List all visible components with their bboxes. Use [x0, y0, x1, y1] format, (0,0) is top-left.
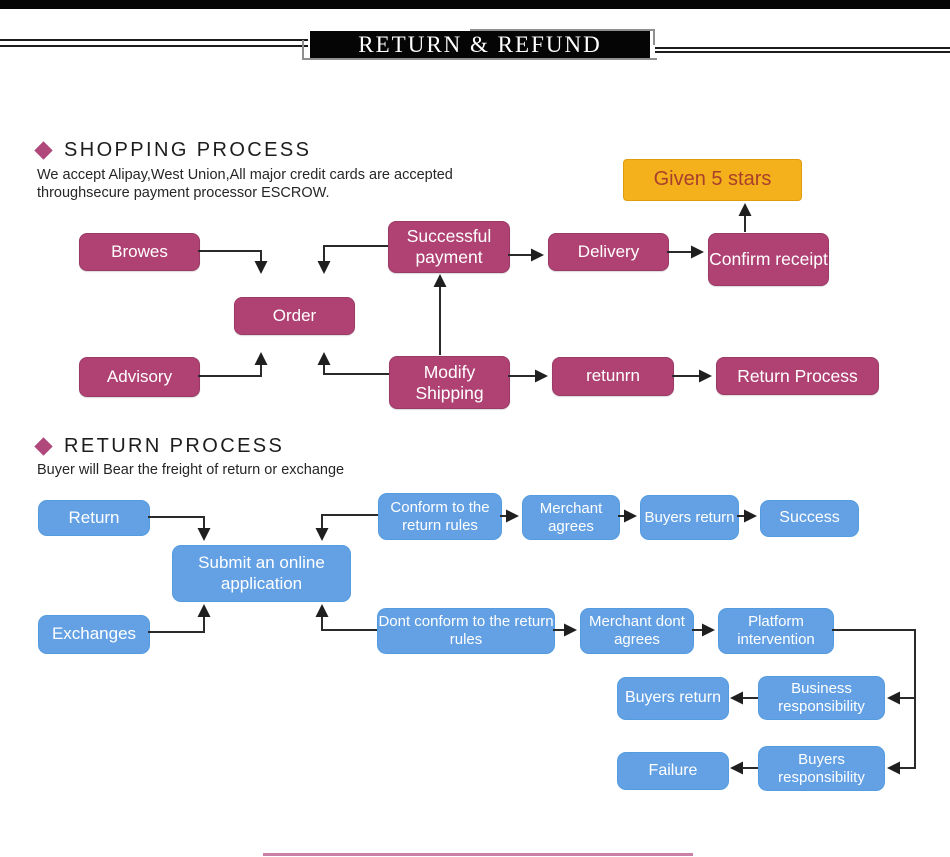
flow-node-business-responsibility: Business responsibility: [758, 676, 885, 720]
flow-node-failure: Failure: [617, 752, 729, 790]
return-subtitle: Buyer will Bear the freight of return or…: [37, 461, 344, 479]
flow-node-confirm-receipt: Confirm receipt: [708, 233, 829, 286]
diamond-bullet-icon: [34, 141, 53, 160]
flow-node-success: Success: [760, 500, 859, 537]
flow-node-exchanges: Exchanges: [38, 615, 150, 654]
flow-node-given-5-stars: Given 5 stars: [623, 159, 802, 201]
diamond-bullet-icon: [34, 437, 53, 456]
flow-node-buyers-responsibility: Buyers responsibility: [758, 746, 885, 791]
flow-node-retunrn: retunrn: [552, 357, 674, 396]
top-black-bar: [0, 0, 950, 9]
shopping-subtitle-line2: throughsecure payment processor ESCROW.: [37, 185, 330, 201]
flow-node-buyers-return: Buyers return: [617, 677, 729, 720]
banner-frame-bottom: [302, 58, 657, 60]
shopping-process-heading: SHOPPING PROCESS: [34, 139, 312, 162]
flow-node-browes: Browes: [79, 233, 200, 271]
banner-rule-left-1: [0, 39, 308, 41]
banner: RETURN & REFUND: [310, 31, 650, 58]
shopping-subtitle: We accept Alipay,West Union,All major cr…: [37, 166, 453, 202]
flow-node-conform-rules: Conform to the return rules: [378, 493, 502, 540]
flow-node-return-process: Return Process: [716, 357, 879, 395]
banner-frame-top: [470, 29, 655, 31]
flow-node-advisory: Advisory: [79, 357, 200, 397]
flow-node-merchant-agrees: Merchant agrees: [522, 495, 620, 540]
banner-rule-right-2: [655, 51, 950, 53]
flow-node-buyers-return-top: Buyers return: [640, 495, 739, 540]
banner-rule-left-2: [0, 45, 308, 47]
banner-rule-right-1: [655, 47, 950, 49]
flow-node-submit-application: Submit an online application: [172, 545, 351, 602]
flow-node-return: Return: [38, 500, 150, 536]
return-subtitle-line1: Buyer will Bear the freight of return or…: [37, 462, 345, 478]
flow-node-order: Order: [234, 297, 355, 335]
bottom-pink-line: [263, 853, 693, 856]
return-heading-text: RETURN PROCESS: [64, 435, 285, 457]
shopping-heading-text: SHOPPING PROCESS: [64, 139, 312, 161]
shopping-subtitle-line1: We accept Alipay,West Union,All major cr…: [37, 167, 453, 183]
banner-title: RETURN & REFUND: [358, 31, 602, 57]
flow-node-platform-intervention: Platform intervention: [718, 608, 834, 654]
flow-node-successful-payment: Successful payment: [388, 221, 510, 273]
banner-frame-right: [653, 29, 655, 45]
flow-node-modify-shipping: Modify Shipping: [389, 356, 510, 409]
flow-node-dont-conform-rules: Dont conform to the return rules: [377, 608, 555, 654]
flow-node-merchant-dont-agrees: Merchant dont agrees: [580, 608, 694, 654]
return-process-heading: RETURN PROCESS: [34, 435, 285, 458]
banner-frame-left: [302, 40, 304, 60]
flow-node-delivery: Delivery: [548, 233, 669, 271]
